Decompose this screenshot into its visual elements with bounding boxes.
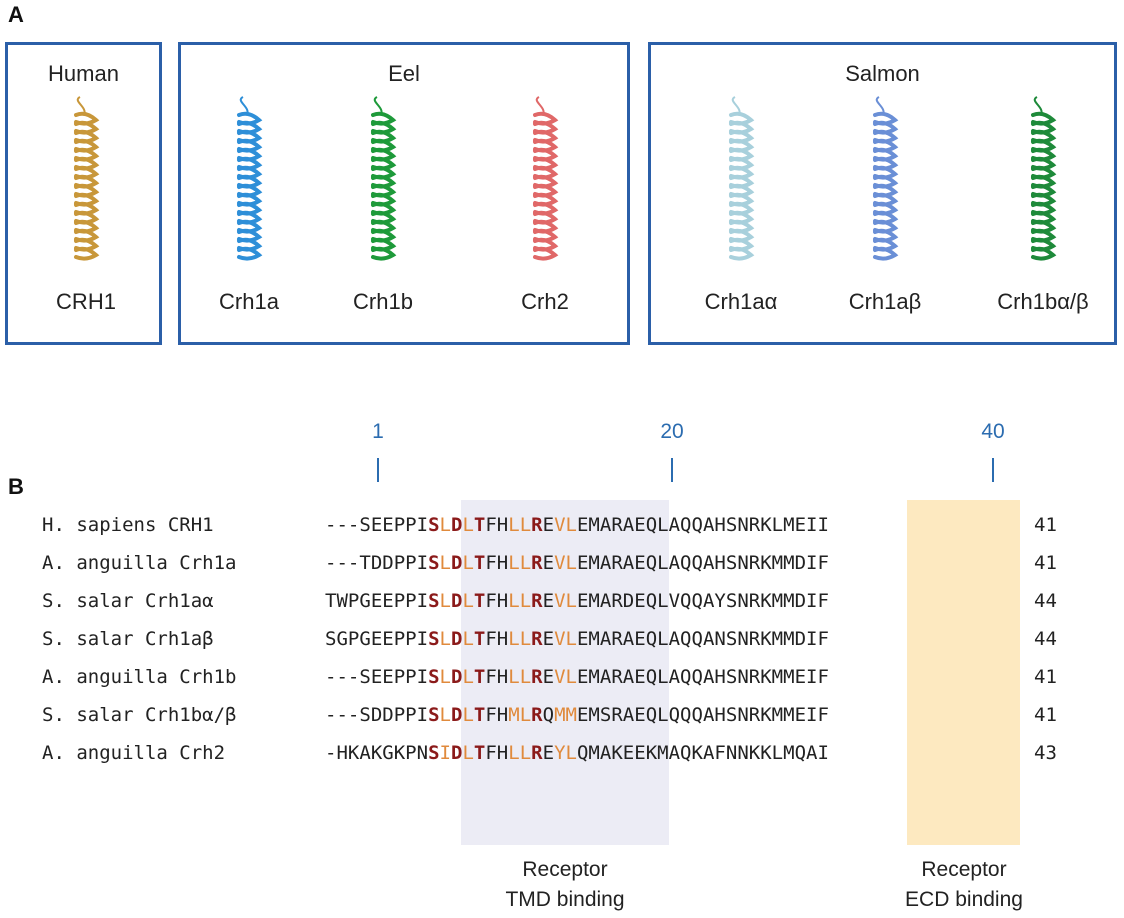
sequence-residues: ---TDDPPISLDLTFHLLREVLEMARAEQLAQQAHSNRKM…	[325, 552, 829, 574]
sequence-residues: TWPGEEPPISLDLTFHLLREVLEMARDEQLVQQAYSNRKM…	[325, 590, 829, 612]
helix-structure-icon	[237, 96, 263, 261]
sequence-name: S. salar Crh1bα/β	[42, 704, 237, 726]
sequence-name: H. sapiens CRH1	[42, 514, 214, 536]
position-tick-label: 20	[660, 420, 684, 443]
helix-structure-icon	[74, 96, 100, 261]
protein-label: CRH1	[56, 289, 116, 314]
position-tick-mark	[992, 458, 994, 482]
group-box-eel: Eel Crh1a Crh1b Crh2	[178, 42, 630, 345]
protein-label: Crh1aα	[704, 289, 778, 314]
sequence-name: S. salar Crh1aα	[42, 590, 214, 612]
position-tick-label: 1	[372, 420, 384, 443]
group-title-salmon: Salmon	[845, 61, 920, 86]
region-label-tmd: Receptor TMD binding	[455, 855, 675, 915]
protein-label: Crh2	[521, 289, 569, 314]
helix-structure-icon	[873, 96, 899, 261]
sequence-length: 41	[1034, 552, 1057, 574]
region-label-line: Receptor	[921, 858, 1007, 881]
panel-b-letter: B	[8, 474, 24, 499]
sequence-name: A. anguilla Crh2	[42, 742, 226, 764]
helix-structure-icon	[371, 96, 397, 261]
sequence-name: A. anguilla Crh1a	[42, 552, 237, 574]
sequence-length: 41	[1034, 666, 1057, 688]
position-tick-mark	[377, 458, 379, 482]
region-tmd-binding	[461, 500, 669, 845]
sequence-residues: ---SDDPPISLDLTFHMLRQMMEMSRAEQLQQQAHSNRKM…	[325, 704, 829, 726]
protein-label: Crh1a	[219, 289, 279, 314]
region-label-line: Receptor	[522, 858, 608, 881]
helix-structure-icon	[1031, 96, 1057, 261]
region-label-ecd: Receptor ECD binding	[854, 855, 1074, 915]
sequence-residues: SGPGEEPPISLDLTFHLLREVLEMARAEQLAQQANSNRKM…	[325, 628, 829, 650]
helix-structure-icon	[729, 96, 755, 261]
region-label-line: TMD binding	[505, 888, 625, 911]
sequence-name: A. anguilla Crh1b	[42, 666, 237, 688]
sequence-name: S. salar Crh1aβ	[42, 628, 214, 650]
region-label-line: ECD binding	[905, 888, 1023, 911]
sequence-residues: ---SEEPPISLDLTFHLLREVLEMARAEQLAQQAHSNRKM…	[325, 666, 829, 688]
group-box-salmon: Salmon Crh1aα Crh1aβ Crh1bα/β	[648, 42, 1117, 345]
group-title-eel: Eel	[388, 61, 420, 86]
sequence-length: 43	[1034, 742, 1057, 764]
protein-label: Crh1aβ	[848, 289, 922, 314]
protein-label: Crh1b	[353, 289, 413, 314]
helix-structure-icon	[533, 96, 559, 261]
sequence-residues: ---SEEPPISLDLTFHLLREVLEMARAEQLAQQAHSNRKL…	[325, 514, 829, 536]
sequence-length: 41	[1034, 704, 1057, 726]
sequence-length: 44	[1034, 590, 1057, 612]
region-ecd-binding	[907, 500, 1020, 845]
sequence-length: 41	[1034, 514, 1057, 536]
panel-a-letter: A	[8, 2, 24, 27]
group-box-human: Human CRH1	[5, 42, 162, 345]
position-tick-mark	[671, 458, 673, 482]
group-title-human: Human	[48, 61, 119, 86]
sequence-length: 44	[1034, 628, 1057, 650]
sequence-residues: -HKAKGKPNSIDLTFHLLREYLQMAKEEKMAQKAFNNKKL…	[325, 742, 829, 764]
protein-label: Crh1bα/β	[997, 289, 1089, 314]
position-tick-label: 40	[981, 420, 1005, 443]
